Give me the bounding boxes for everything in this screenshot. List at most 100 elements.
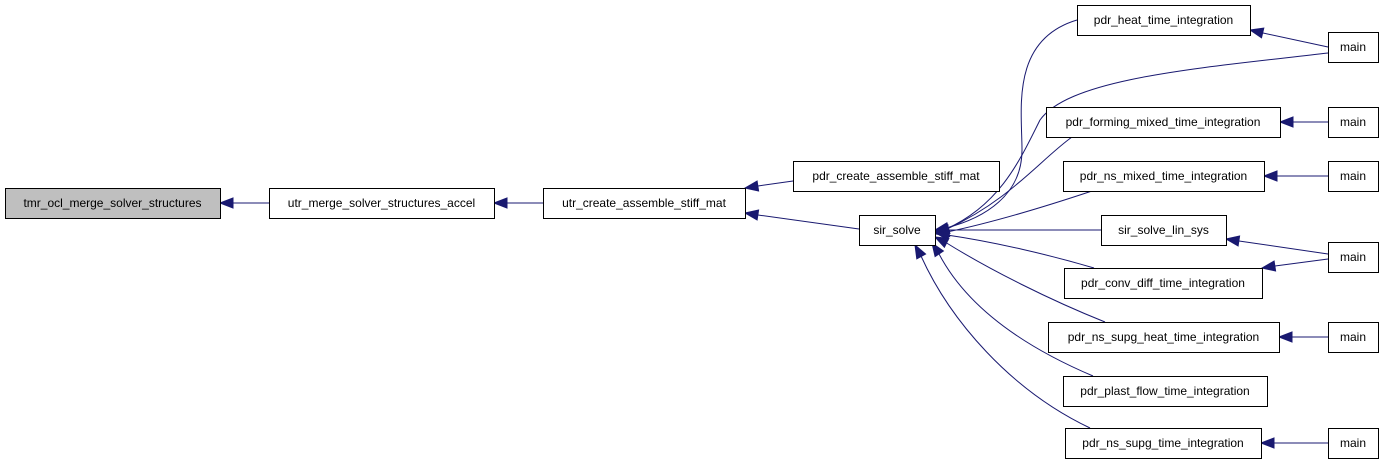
node-box xyxy=(1328,428,1379,459)
node-label: utr_merge_solver_structures_accel xyxy=(288,196,475,210)
node-label: pdr_ns_mixed_time_integration xyxy=(1080,169,1247,183)
arrowhead xyxy=(218,197,234,209)
node-box xyxy=(1065,428,1262,459)
edge-main6-to-pdr_ns_supg xyxy=(1259,437,1328,449)
node-box xyxy=(543,188,746,219)
edge-line xyxy=(946,234,1095,269)
node-box xyxy=(1063,376,1268,407)
node-label: sir_solve_lin_sys xyxy=(1118,223,1209,237)
node-label: tmr_ocl_merge_solver_structures xyxy=(23,196,201,210)
edge-pdr_conv-to-sir_solve xyxy=(934,229,1095,269)
node-pdr-create[interactable]: pdr_create_assemble_stiff_mat xyxy=(793,161,1000,192)
node-label: main xyxy=(1340,169,1366,183)
arrowhead xyxy=(1259,437,1275,449)
edge-line xyxy=(757,180,794,187)
node-box xyxy=(1046,107,1281,138)
node-label: pdr_create_assemble_stiff_mat xyxy=(812,169,980,183)
edge-main4-to-pdr_conv xyxy=(1260,258,1329,272)
node-box xyxy=(1328,242,1379,273)
edge-line xyxy=(1262,32,1329,48)
edge-line xyxy=(757,214,860,230)
edge-line xyxy=(945,19,1078,229)
node-pdr-ns-supg-heat[interactable]: pdr_ns_supg_heat_time_integration xyxy=(1048,322,1280,353)
node-box xyxy=(1328,322,1379,353)
node-main6[interactable]: main xyxy=(1328,428,1379,459)
arrowhead xyxy=(1262,170,1278,182)
node-label: sir_solve xyxy=(873,223,921,237)
arrowhead xyxy=(914,243,927,260)
node-main1[interactable]: main xyxy=(1328,32,1379,63)
node-sir-solve-lin[interactable]: sir_solve_lin_sys xyxy=(1101,215,1227,246)
node-main2[interactable]: main xyxy=(1328,107,1379,138)
node-tmr-ocl[interactable]: tmr_ocl_merge_solver_structures xyxy=(5,188,221,219)
arrowhead xyxy=(743,180,760,192)
node-utr-create[interactable]: utr_create_assemble_stiff_mat xyxy=(543,188,746,219)
node-label: pdr_ns_supg_heat_time_integration xyxy=(1068,330,1259,344)
edge-pdr_ns_supg_heat-to-sir_solve xyxy=(933,236,1106,323)
arrowhead xyxy=(743,209,760,221)
edge-line xyxy=(946,136,1073,230)
arrowhead xyxy=(1224,235,1241,247)
node-main3[interactable]: main xyxy=(1328,161,1379,192)
node-label: main xyxy=(1340,115,1366,129)
edge-line xyxy=(945,52,1329,230)
node-label: pdr_conv_diff_time_integration xyxy=(1081,276,1245,290)
node-pdr-conv[interactable]: pdr_conv_diff_time_integration xyxy=(1064,268,1263,299)
edge-sir_solve-to-utr_create xyxy=(743,209,860,230)
node-box xyxy=(859,215,936,246)
node-label: pdr_ns_supg_time_integration xyxy=(1082,436,1243,450)
node-label: main xyxy=(1340,40,1366,54)
node-box xyxy=(1048,322,1280,353)
edge-main3-to-pdr_ns_mixed xyxy=(1262,170,1328,182)
edge-utr_create-to-utr_merge xyxy=(492,197,543,209)
node-label: main xyxy=(1340,436,1366,450)
node-box xyxy=(5,188,221,219)
arrowhead xyxy=(1248,27,1265,39)
node-label: pdr_plast_flow_time_integration xyxy=(1080,384,1249,398)
node-label: pdr_heat_time_integration xyxy=(1094,13,1233,27)
node-box xyxy=(1077,5,1251,36)
node-sir-solve[interactable]: sir_solve xyxy=(859,215,936,246)
arrowhead xyxy=(492,197,508,209)
node-pdr-plast[interactable]: pdr_plast_flow_time_integration xyxy=(1063,376,1268,407)
node-box xyxy=(1064,268,1263,299)
edge-pdr_create-to-utr_create xyxy=(743,180,794,192)
arrowhead xyxy=(1278,116,1294,128)
edge-pdr_plast-to-sir_solve xyxy=(931,241,1094,377)
edge-line xyxy=(937,251,1094,377)
node-pdr-ns-supg[interactable]: pdr_ns_supg_time_integration xyxy=(1065,428,1262,459)
edge-main2-to-pdr_forming xyxy=(1278,116,1328,128)
node-box xyxy=(1063,161,1265,192)
node-main4[interactable]: main xyxy=(1328,242,1379,273)
edge-line xyxy=(944,241,1106,323)
node-label: utr_create_assemble_stiff_mat xyxy=(562,196,727,210)
node-box xyxy=(1328,107,1379,138)
node-box xyxy=(1328,32,1379,63)
edge-main4-to-sir_solve_lin xyxy=(1224,235,1329,255)
arrowhead xyxy=(931,241,945,258)
arrowhead xyxy=(1277,331,1293,343)
arrowhead xyxy=(933,236,950,249)
node-box xyxy=(269,188,495,219)
edge-line xyxy=(1274,258,1329,267)
edge-sir_solve_lin-to-sir_solve xyxy=(933,224,1101,236)
node-label: main xyxy=(1340,250,1366,264)
node-box xyxy=(793,161,1000,192)
nodes-layer: tmr_ocl_merge_solver_structures utr_merge… xyxy=(5,5,1379,459)
node-pdr-heat[interactable]: pdr_heat_time_integration xyxy=(1077,5,1251,36)
node-pdr-forming[interactable]: pdr_forming_mixed_time_integration xyxy=(1046,107,1281,138)
node-label: main xyxy=(1340,330,1366,344)
node-pdr-ns-mixed[interactable]: pdr_ns_mixed_time_integration xyxy=(1063,161,1265,192)
arrowhead xyxy=(1260,260,1277,272)
node-box xyxy=(1328,161,1379,192)
node-main5[interactable]: main xyxy=(1328,322,1379,353)
node-label: pdr_forming_mixed_time_integration xyxy=(1066,115,1261,129)
edge-pdr_ns_supg-to-sir_solve xyxy=(914,243,1091,429)
edge-line xyxy=(1238,240,1329,255)
node-utr-merge[interactable]: utr_merge_solver_structures_accel xyxy=(269,188,495,219)
edge-line xyxy=(920,255,1091,429)
edge-utr_merge-to-tmr_ocl xyxy=(218,197,269,209)
edge-main1-to-pdr_heat xyxy=(1248,27,1329,48)
edge-line xyxy=(946,190,1093,233)
